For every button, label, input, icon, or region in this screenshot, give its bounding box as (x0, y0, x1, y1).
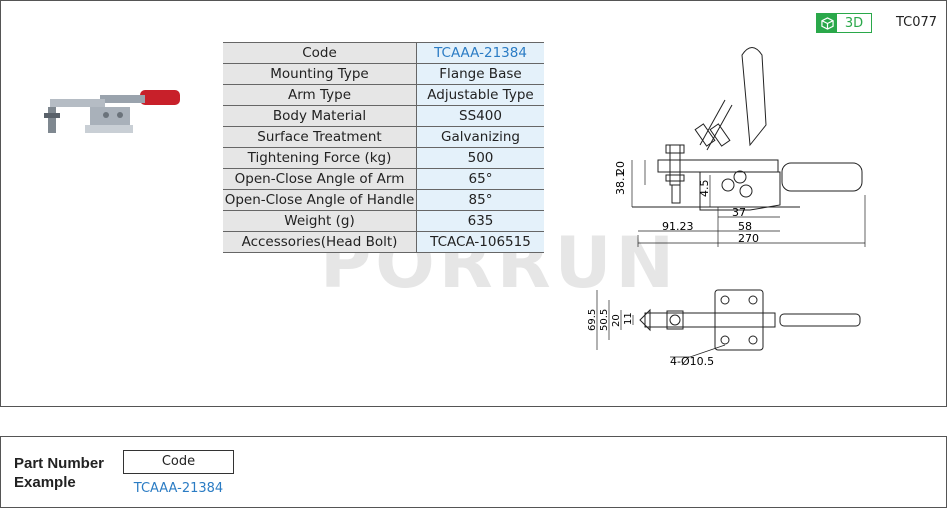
flange-base (85, 125, 133, 133)
dim-20: 20 (614, 161, 627, 175)
dim-20-top: 20 (611, 314, 622, 327)
dim-4-5: 4.5 (698, 180, 711, 198)
dim-270: 270 (738, 232, 759, 245)
handle-bar (100, 95, 145, 103)
nut (44, 113, 60, 118)
spec-key: Mounting Type (223, 63, 417, 85)
dim-38-1: 38.1 (614, 171, 627, 196)
clamp-arm (50, 99, 105, 107)
dim-11: 11 (623, 312, 634, 325)
spec-key: Arm Type (223, 84, 417, 106)
spec-value-code[interactable]: TCAAA-21384 (416, 42, 544, 64)
dim-91-23: 91.23 (662, 220, 694, 233)
spec-key: Code (223, 42, 417, 64)
series-code: TC077 (896, 15, 938, 30)
spec-key: Body Material (223, 105, 417, 127)
spec-value: 65° (416, 168, 544, 190)
dim-hole-spec: 4-Ø10.5 (670, 355, 714, 368)
product-image (44, 90, 180, 133)
spec-key: Surface Treatment (223, 126, 417, 148)
spec-value: Adjustable Type (416, 84, 544, 106)
part-number-title: Part Number Example (14, 455, 105, 491)
spec-value: 635 (416, 210, 544, 232)
dim-58: 58 (738, 220, 752, 233)
3d-view-button[interactable]: 3D (816, 13, 872, 33)
table-row: Tightening Force (kg)500 (223, 147, 544, 169)
spec-value: Flange Base (416, 63, 544, 85)
dim-37: 37 (732, 206, 746, 219)
table-row: Weight (g)635 (223, 210, 544, 232)
product-panel (0, 0, 947, 407)
dim-69-5: 69.5 (587, 309, 598, 331)
top-view-drawing: 69.5 50.5 20 11 4-Ø10.5 (587, 289, 861, 368)
3d-label: 3D (844, 15, 864, 31)
spec-key: Tightening Force (kg) (223, 147, 417, 169)
spec-key: Open-Close Angle of Handle (223, 189, 417, 211)
spec-value: 85° (416, 189, 544, 211)
dim-50-5: 50.5 (599, 309, 610, 331)
spec-key: Weight (g) (223, 210, 417, 232)
part-number-panel (0, 436, 947, 508)
part-number-code-value[interactable]: TCAAA-21384 (133, 481, 224, 496)
table-row: Accessories(Head Bolt)TCACA-106515 (223, 231, 544, 253)
spindle (48, 107, 56, 133)
handle-grip (140, 90, 180, 105)
spec-value: SS400 (416, 105, 544, 127)
spec-value: 500 (416, 147, 544, 169)
cube-icon (817, 14, 837, 32)
side-view-drawing: 38.1 20 4.5 91.23 37 58 270 (614, 47, 866, 247)
part-number-code-header: Code (123, 450, 234, 474)
spec-value: TCACA-106515 (416, 231, 544, 253)
spec-value: Galvanizing (416, 126, 544, 148)
spec-key: Open-Close Angle of Arm (223, 168, 417, 190)
spec-key: Accessories(Head Bolt) (223, 231, 417, 253)
